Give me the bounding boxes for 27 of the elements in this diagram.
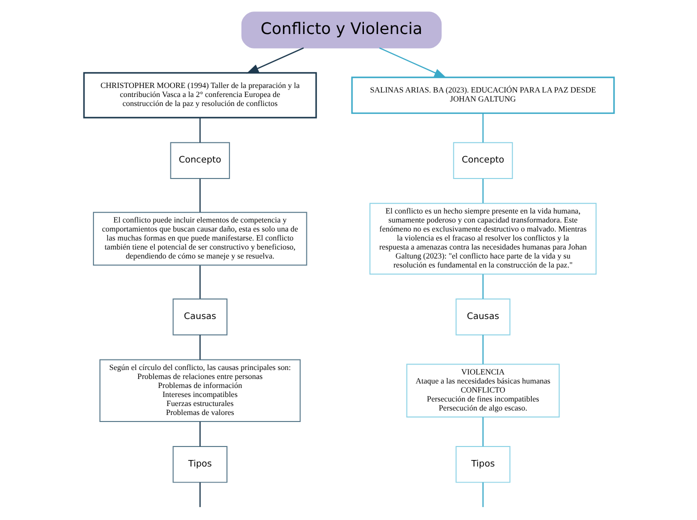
connector (482, 178, 484, 204)
node-box: CHRISTOPHER MOORE (1994) Taller de la preparación y la contribución Vasca a la 2° conferencia Europea de construcción de la paz y resolución de conflictos (82, 72, 316, 118)
connector (198, 482, 200, 508)
node-box: SALINAS ARIAS. BA (2023). EDUCACIÓN PARA LA PAZ DESDE JOHAN GALTUNG (350, 76, 614, 114)
connector (482, 113, 484, 143)
node-box: Tipos (455, 446, 510, 483)
node-box: Concepto (170, 142, 230, 179)
node-box: Tipos (172, 446, 227, 483)
connector (198, 334, 200, 360)
node-box: Concepto (452, 142, 512, 179)
node-box: El conflicto puede incluir elementos de competencia y comportamientos que buscan causar daño, esta es solo una de las muchas formas en que puede manifestarse. El conflicto también tiene el potencial de ser constructivo y beneficioso, dependiendo de cómo se maneje y se resuelva. (92, 212, 307, 266)
connector (198, 266, 200, 299)
connector (198, 178, 200, 212)
connector (482, 482, 484, 508)
node-box: VIOLENCIA Ataque a las necesidades básicas humanas CONFLICTO Persecución de fines incompatibles Persecución de algo escaso. (406, 364, 560, 418)
arrow (246, 47, 304, 74)
connector (482, 274, 484, 299)
connector (198, 118, 200, 142)
node-box: Causas (172, 298, 227, 336)
arrow (378, 47, 446, 78)
connector (198, 422, 200, 446)
connector (482, 417, 484, 446)
node-box: Conflicto y Violencia (240, 12, 442, 48)
node-box: Causas (455, 298, 510, 336)
node-box: El conflicto es un hecho siempre presente en la vida humana, sumamente poderoso y con capacidad transformadora. Este fenómeno no es exclusivamente destructivo o malvado. Mientras la violencia es el fracaso al resolver los conflictos y la respuesta a amenazas contra las necesidades humanas para Johan Galtung (2023): "el conflicto hace parte de la vida y su resolución es fundamental en la construcción de la paz." (368, 202, 596, 275)
node-box: Según el círculo del conflicto, las causas principales son: Problemas de relaciones entre personas Problemas de información Intereses incompatibles Fuerzas estructurales Problemas de valores (98, 359, 300, 422)
connector (482, 334, 484, 364)
